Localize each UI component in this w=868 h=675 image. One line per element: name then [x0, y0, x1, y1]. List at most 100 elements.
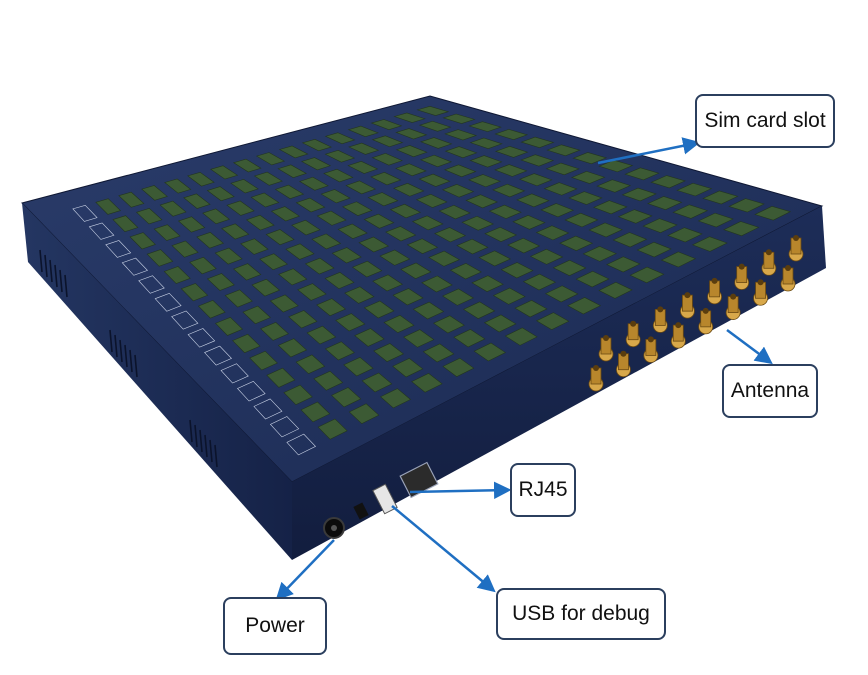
- sim-slot: [672, 204, 709, 219]
- sim-slot: [371, 135, 404, 148]
- sim-slot: [251, 278, 281, 297]
- sim-slot: [301, 157, 332, 171]
- sim-slot: [385, 226, 417, 242]
- sim-slot: [483, 314, 517, 333]
- sma-connector: [643, 336, 659, 363]
- sim-slot: [379, 388, 412, 409]
- sim-slot: [135, 208, 163, 225]
- sim-slot: [395, 163, 427, 177]
- sim-slot: [552, 259, 587, 277]
- sim-slot: [269, 294, 299, 313]
- sim-slot: [512, 215, 546, 230]
- sim-slot: [301, 138, 333, 152]
- sim-slot: [411, 215, 444, 231]
- sim-slot: [298, 176, 329, 191]
- sim-slot: [676, 182, 713, 197]
- sim-slot: [535, 312, 570, 331]
- sim-slot: [274, 184, 305, 200]
- sim-slot: [691, 236, 728, 252]
- usb-port: [372, 483, 398, 515]
- sim-slot: [514, 299, 548, 318]
- vent-slit: [209, 439, 213, 463]
- sim-slot: [588, 222, 623, 238]
- sim-slot: [344, 286, 375, 304]
- sim-slot: [606, 256, 641, 273]
- sim-slot: [343, 356, 374, 377]
- sim-slot: [403, 329, 435, 348]
- sim-slot: [196, 232, 225, 249]
- sim-slot: [582, 246, 617, 262]
- sim-slot: [444, 146, 478, 159]
- sim-slot: [180, 283, 209, 302]
- sim-slot: [575, 270, 610, 288]
- antenna-text: Antenna: [730, 379, 810, 402]
- sim-slot: [535, 225, 570, 241]
- sim-slot-grid: [72, 106, 792, 456]
- sim-slot: [363, 300, 395, 319]
- sim-slot: [138, 275, 165, 294]
- sim-slot: [253, 398, 283, 420]
- sim-slot: [612, 232, 648, 248]
- reset-button: [353, 502, 369, 520]
- sim-slot: [473, 342, 507, 362]
- sim-slot: [461, 215, 494, 231]
- sim-slot: [269, 416, 300, 438]
- sim-slot: [373, 343, 405, 363]
- vent-slit: [59, 269, 63, 293]
- sim-slot: [593, 200, 628, 215]
- sim-slot: [419, 137, 453, 149]
- sim-slot: [465, 194, 499, 209]
- sim-slot: [141, 185, 168, 201]
- sim-slot: [667, 227, 703, 243]
- sim-slot: [415, 193, 448, 208]
- sim-slot: [300, 401, 331, 423]
- sim-slot: [518, 173, 553, 187]
- sma-connector: [734, 263, 750, 290]
- sim-slot: [621, 187, 657, 202]
- vent-slit: [44, 254, 48, 278]
- vent-slit: [109, 329, 113, 353]
- sim-slot: [95, 198, 122, 215]
- sim-slot: [232, 333, 261, 354]
- sim-slot: [529, 248, 564, 265]
- sim-slot: [171, 240, 199, 258]
- sma-connector: [652, 306, 668, 333]
- sma-connector: [625, 320, 641, 348]
- sim-slot: [214, 247, 243, 265]
- sim-slot: [421, 275, 453, 293]
- sim-slot: [572, 152, 608, 165]
- sim-slot: [159, 200, 187, 217]
- sim-slot: [370, 171, 402, 186]
- sim-slot: [266, 367, 296, 388]
- vent-slit: [204, 434, 208, 458]
- sma-connector: [698, 307, 714, 335]
- sim-slot: [500, 262, 534, 279]
- sim-slot: [253, 171, 283, 186]
- sim-slot: [411, 373, 443, 393]
- vent-slit: [189, 419, 193, 443]
- sim-slot: [412, 301, 445, 320]
- sim-slot: [754, 205, 792, 221]
- sim-slot: [270, 206, 301, 222]
- sim-slot: [171, 310, 199, 330]
- sim-slot: [504, 327, 538, 346]
- sim-slot: [702, 190, 739, 205]
- sim-slot: [449, 263, 482, 280]
- sim-slot: [723, 221, 760, 237]
- sim-slot: [406, 238, 439, 254]
- sim-slot: [347, 160, 379, 174]
- sma-connector: [680, 292, 695, 319]
- sim-slot: [372, 274, 404, 292]
- sim-slot: [520, 154, 555, 167]
- sim-slot: [543, 182, 578, 196]
- sim-slot: [177, 216, 206, 233]
- sim-slot: [363, 213, 395, 229]
- sim-slot: [545, 162, 580, 176]
- sim-slot: [189, 256, 217, 275]
- sim-slot: [379, 249, 411, 266]
- sim-slot: [358, 236, 390, 253]
- arrow-rj45: [409, 481, 512, 500]
- sim-slot: [393, 112, 426, 123]
- sim-slot: [642, 218, 678, 234]
- rj45-label: RJ45: [510, 463, 576, 517]
